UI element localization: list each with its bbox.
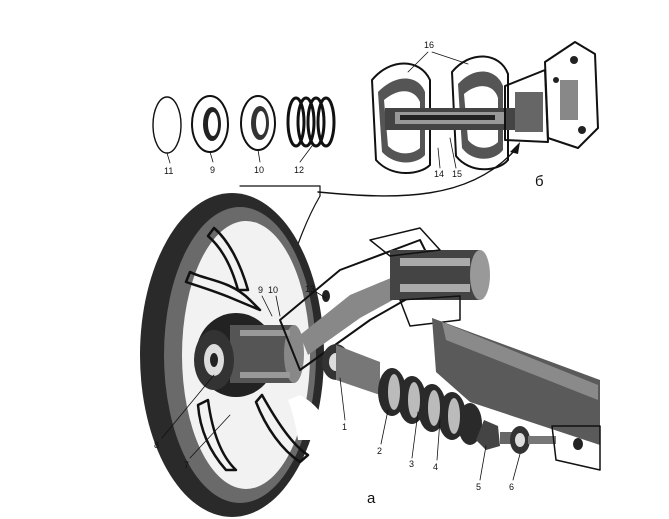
callout-2: 2 <box>377 446 382 456</box>
hub-assembly <box>194 313 304 397</box>
callout-4: 4 <box>433 462 438 472</box>
callout-1: 1 <box>342 422 347 432</box>
inset-leaders <box>166 145 313 164</box>
main-view <box>140 193 601 517</box>
shock-absorber <box>322 344 601 471</box>
sectioned-assembly <box>371 41 599 174</box>
callout-arrow <box>317 149 516 197</box>
callout-16: 16 <box>424 40 434 50</box>
seal-10 <box>240 95 276 151</box>
callout-3: 3 <box>409 459 414 469</box>
callout-7: 7 <box>184 460 189 470</box>
seal-9 <box>191 95 229 153</box>
callout-8: 8 <box>154 440 159 450</box>
main-leaders <box>161 291 521 481</box>
arrowhead-icon <box>510 142 520 154</box>
callout-5: 5 <box>476 482 481 492</box>
callout-labels: 1 2 3 4 5 6 7 8 9 10 13 11 9 10 12 14 15… <box>154 40 544 507</box>
spring-12 <box>286 96 336 148</box>
callout-9-main: 9 <box>258 285 263 295</box>
view-label-a: а <box>367 490 376 507</box>
callout-14: 14 <box>434 169 444 179</box>
callout-12: 12 <box>294 165 304 175</box>
callout-13: 13 <box>305 284 315 294</box>
inset-exploded-parts <box>152 41 599 306</box>
ring-11 <box>152 96 182 154</box>
callout-15: 15 <box>452 169 462 179</box>
callout-9-inset: 9 <box>210 165 215 175</box>
callout-10-main: 10 <box>268 285 278 295</box>
torsion-housing <box>369 227 490 327</box>
callout-11: 11 <box>164 166 173 176</box>
callout-10-inset: 10 <box>254 165 264 175</box>
view-label-b: б <box>535 173 544 190</box>
callout-6: 6 <box>509 482 514 492</box>
